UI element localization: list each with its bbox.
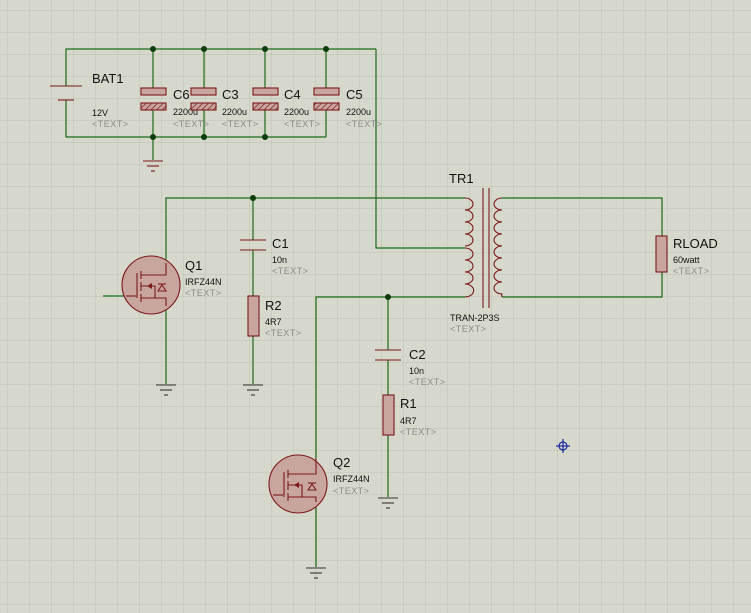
mosfet-q2[interactable]: Q2 IRFZ44N <TEXT> — [268, 454, 370, 514]
capacitor-c5[interactable]: C5 2200u <TEXT> — [313, 87, 383, 129]
r1-text: <TEXT> — [400, 427, 437, 437]
c2-text: <TEXT> — [409, 377, 446, 387]
mosfet-q1[interactable]: Q1 IRFZ44N <TEXT> — [121, 255, 222, 315]
q2-value: IRFZ44N — [333, 474, 370, 484]
c3-ref: C3 — [222, 87, 239, 102]
c5-value: 2200u — [346, 107, 371, 117]
c4-text: <TEXT> — [284, 119, 321, 129]
bat1-ref: BAT1 — [92, 71, 124, 86]
bat1-value: 12V — [92, 108, 108, 118]
wires — [65, 48, 663, 567]
c2-ref: C2 — [409, 347, 426, 362]
resistor-r2[interactable]: R2 4R7 <TEXT> — [247, 295, 302, 338]
ground-icon — [306, 567, 326, 579]
c1-ref: C1 — [272, 236, 289, 251]
q1-value: IRFZ44N — [185, 277, 222, 287]
c3-text: <TEXT> — [222, 119, 259, 129]
ground-icon — [243, 384, 263, 396]
q1-text: <TEXT> — [185, 288, 222, 298]
c2-value: 10n — [409, 366, 424, 376]
rload-ref: RLOAD — [673, 236, 718, 251]
r1-ref: R1 — [400, 396, 417, 411]
c6-value: 2200u — [173, 107, 198, 117]
c5-ref: C5 — [346, 87, 363, 102]
tr1-value: TRAN-2P3S — [450, 313, 500, 323]
c5-text: <TEXT> — [346, 119, 383, 129]
capacitor-c3[interactable]: C3 2200u <TEXT> — [190, 87, 259, 129]
c6-ref: C6 — [173, 87, 190, 102]
capacitor-c4[interactable]: C4 2200u <TEXT> — [252, 87, 321, 129]
rload-text: <TEXT> — [673, 266, 710, 276]
capacitor-c2[interactable]: C2 10n <TEXT> — [375, 347, 446, 387]
c3-value: 2200u — [222, 107, 247, 117]
rload-value: 60watt — [673, 255, 700, 265]
tr1-ref: TR1 — [449, 171, 474, 186]
r1-value: 4R7 — [400, 416, 417, 426]
ground-icon — [143, 160, 163, 172]
r2-text: <TEXT> — [265, 328, 302, 338]
c4-value: 2200u — [284, 107, 309, 117]
r2-value: 4R7 — [265, 317, 282, 327]
capacitor-c6[interactable]: C6 2200u <TEXT> — [140, 87, 210, 129]
capacitor-c1[interactable]: C1 10n <TEXT> — [240, 236, 309, 276]
crosshair-cursor-icon — [556, 439, 570, 453]
q1-ref: Q1 — [185, 258, 202, 273]
q2-text: <TEXT> — [333, 486, 370, 496]
bat1-text: <TEXT> — [92, 119, 129, 129]
ground-icon — [378, 497, 398, 509]
resistor-r1[interactable]: R1 4R7 <TEXT> — [382, 394, 437, 437]
c1-text: <TEXT> — [272, 266, 309, 276]
battery-bat1[interactable]: BAT1 12V <TEXT> — [50, 71, 129, 129]
resistor-rload[interactable]: RLOAD 60watt <TEXT> — [655, 235, 718, 276]
ground-icon — [156, 384, 176, 396]
r2-ref: R2 — [265, 298, 282, 313]
transformer-tr1[interactable]: TR1 TRAN-2P3S <TEXT> — [449, 171, 503, 334]
c6-text: <TEXT> — [173, 119, 210, 129]
c4-ref: C4 — [284, 87, 301, 102]
junction-dots — [150, 46, 391, 300]
q2-ref: Q2 — [333, 455, 350, 470]
tr1-text: <TEXT> — [450, 324, 487, 334]
c1-value: 10n — [272, 255, 287, 265]
